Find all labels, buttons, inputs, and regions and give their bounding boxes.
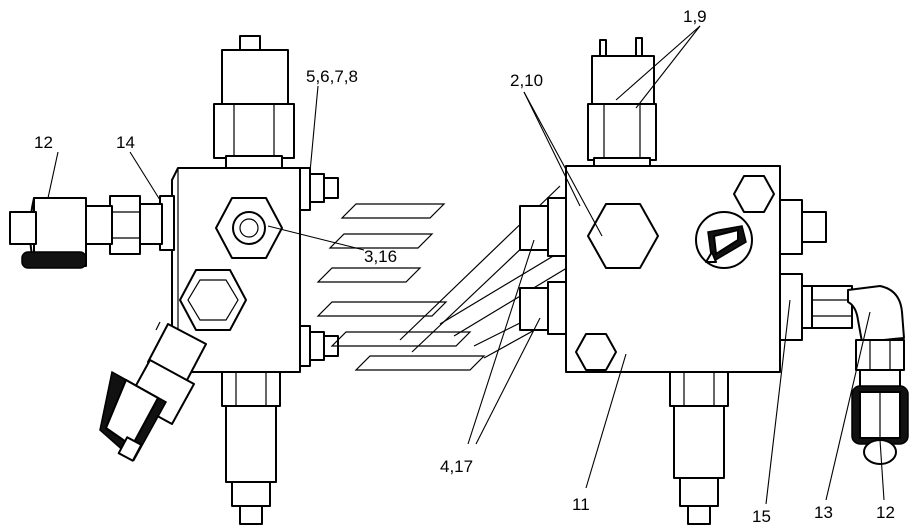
callout-labels: 1,9 5,6,7,8 2,10 12 14 3,16 4,17 11 15 1… (34, 7, 895, 526)
callout-13: 13 (814, 503, 833, 522)
callout-1-9: 1,9 (683, 7, 707, 26)
callout-leader-lines (47, 25, 885, 505)
callout-12-right: 12 (876, 503, 895, 522)
left-bottom-cartridge (221, 371, 281, 525)
callout-5-6-7-8: 5,6,7,8 (306, 67, 358, 86)
right-top-solenoid (587, 37, 657, 167)
callout-15: 15 (752, 507, 771, 526)
left-angled-fitting (99, 269, 247, 462)
callout-14: 14 (116, 133, 135, 152)
callout-12-left: 12 (34, 133, 53, 152)
left-valve-assembly (9, 35, 339, 525)
callout-11: 11 (572, 495, 590, 514)
callout-3-16: 3,16 (364, 247, 397, 266)
right-left-plugs (519, 197, 567, 335)
left-fitting-chain (9, 195, 175, 269)
left-right-plugs (299, 167, 339, 367)
right-elbow-fitting-chain (811, 285, 909, 465)
left-hex-port (215, 197, 283, 259)
right-hex-features (575, 175, 775, 371)
callout-2-10: 2,10 (510, 71, 543, 90)
right-bottom-cartridge (669, 371, 729, 525)
right-right-plugs (779, 199, 827, 341)
callout-4-17: 4,17 (440, 457, 473, 476)
right-adjust-knob (695, 211, 753, 269)
right-valve-assembly (519, 37, 909, 525)
left-top-solenoid (213, 35, 295, 169)
